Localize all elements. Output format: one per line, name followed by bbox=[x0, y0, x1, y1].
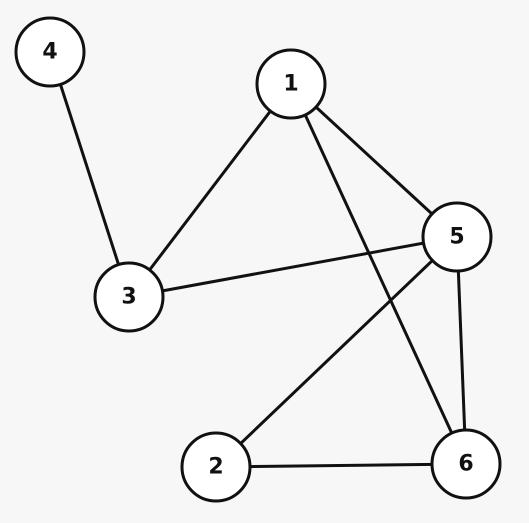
node-1: 1 bbox=[255, 48, 327, 120]
node-circle-1 bbox=[255, 48, 327, 120]
node-3: 3 bbox=[93, 261, 165, 333]
edge-5-6 bbox=[455, 235, 468, 466]
edge-1-3 bbox=[127, 82, 293, 299]
edge-5-2 bbox=[214, 235, 459, 469]
edges-layer bbox=[48, 50, 468, 469]
edge-4-3 bbox=[48, 50, 131, 299]
node-label-3: 3 bbox=[121, 285, 136, 310]
node-label-4: 4 bbox=[42, 40, 57, 65]
node-circle-2 bbox=[180, 431, 252, 503]
edge-1-5 bbox=[289, 82, 459, 239]
node-4: 4 bbox=[14, 16, 86, 88]
edge-1-6 bbox=[289, 82, 468, 466]
node-label-2: 2 bbox=[208, 455, 223, 480]
edge-3-5 bbox=[127, 235, 459, 299]
node-circle-6 bbox=[430, 428, 502, 500]
node-6: 6 bbox=[430, 428, 502, 500]
node-circle-4 bbox=[14, 16, 86, 88]
node-label-6: 6 bbox=[458, 452, 473, 477]
edge-2-6 bbox=[214, 462, 468, 469]
nodes-layer: 1 2 3 4 5 6 bbox=[14, 16, 502, 503]
node-circle-5 bbox=[421, 201, 493, 273]
node-label-5: 5 bbox=[449, 225, 464, 250]
node-5: 5 bbox=[421, 201, 493, 273]
node-2: 2 bbox=[180, 431, 252, 503]
node-circle-3 bbox=[93, 261, 165, 333]
node-label-1: 1 bbox=[283, 72, 298, 97]
